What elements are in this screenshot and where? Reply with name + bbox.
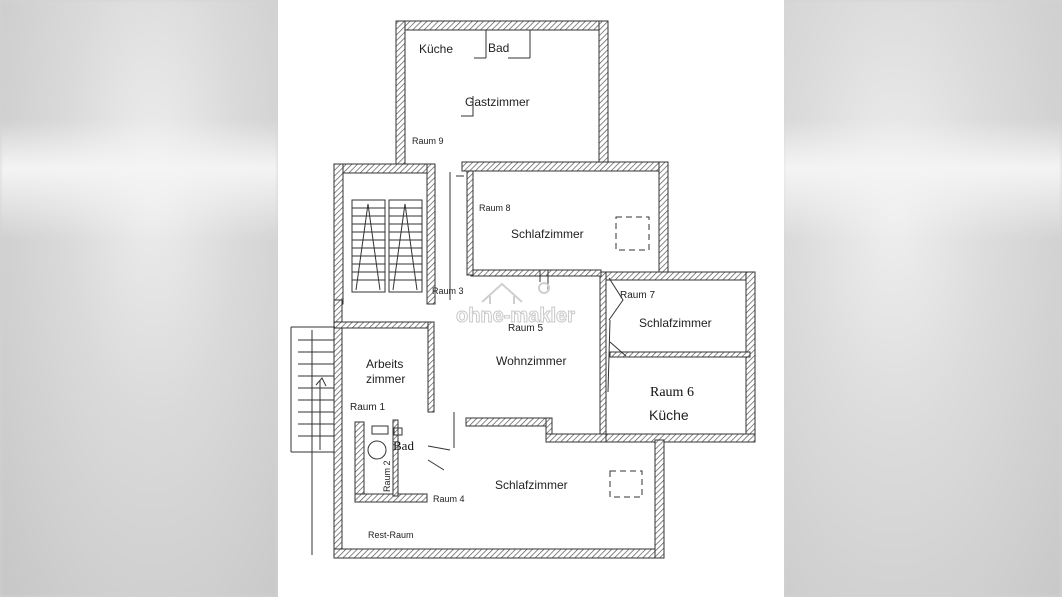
watermark-text: ohne-makler (456, 305, 575, 327)
door-lines (290, 30, 627, 555)
label-raum-1: Raum 1 (350, 402, 385, 413)
label-bad-left: Bad (393, 438, 414, 453)
location-pin-icon (538, 282, 550, 294)
label-gastzimmer: Gastzimmer (465, 95, 530, 109)
label-raum-5: Raum 5 (508, 323, 543, 334)
label-wohnzimmer: Wohnzimmer (496, 354, 566, 368)
house-logo-icon (481, 282, 523, 304)
label-schlafzimmer-1: Schlafzimmer (511, 227, 584, 241)
label-raum-8: Raum 8 (479, 203, 511, 213)
walls (333, 20, 756, 559)
label-kueche-top: Küche (419, 42, 453, 56)
label-rest-raum: Rest-Raum (368, 530, 414, 540)
label-zimmer: zimmer (366, 372, 405, 386)
fixtures (367, 216, 650, 498)
label-raum-7: Raum 7 (620, 290, 655, 301)
label-schlafzimmer-2: Schlafzimmer (639, 316, 712, 330)
label-kueche-right: Küche (649, 407, 689, 423)
label-schlafzimmer-3: Schlafzimmer (495, 478, 568, 492)
floor-plan: Küche Bad Gastzimmer Raum 9 Raum 8 Schla… (290, 20, 756, 559)
label-bad-top: Bad (488, 41, 509, 55)
room-labels: Küche Bad Gastzimmer Raum 9 Raum 8 Schla… (350, 41, 712, 540)
label-raum-2: Raum 2 (382, 460, 392, 492)
floor-plan-panel: Küche Bad Gastzimmer Raum 9 Raum 8 Schla… (278, 0, 784, 597)
label-arbeits: Arbeits (366, 357, 403, 371)
label-raum-6: Raum 6 (650, 385, 694, 400)
label-raum-3: Raum 3 (432, 286, 464, 296)
label-raum-4: Raum 4 (433, 494, 465, 504)
label-raum-9: Raum 9 (412, 136, 444, 146)
blurred-background-right (783, 0, 1062, 597)
watermark: ohne-makler (456, 282, 576, 328)
blurred-background-left (0, 0, 278, 597)
staircase (298, 199, 423, 437)
